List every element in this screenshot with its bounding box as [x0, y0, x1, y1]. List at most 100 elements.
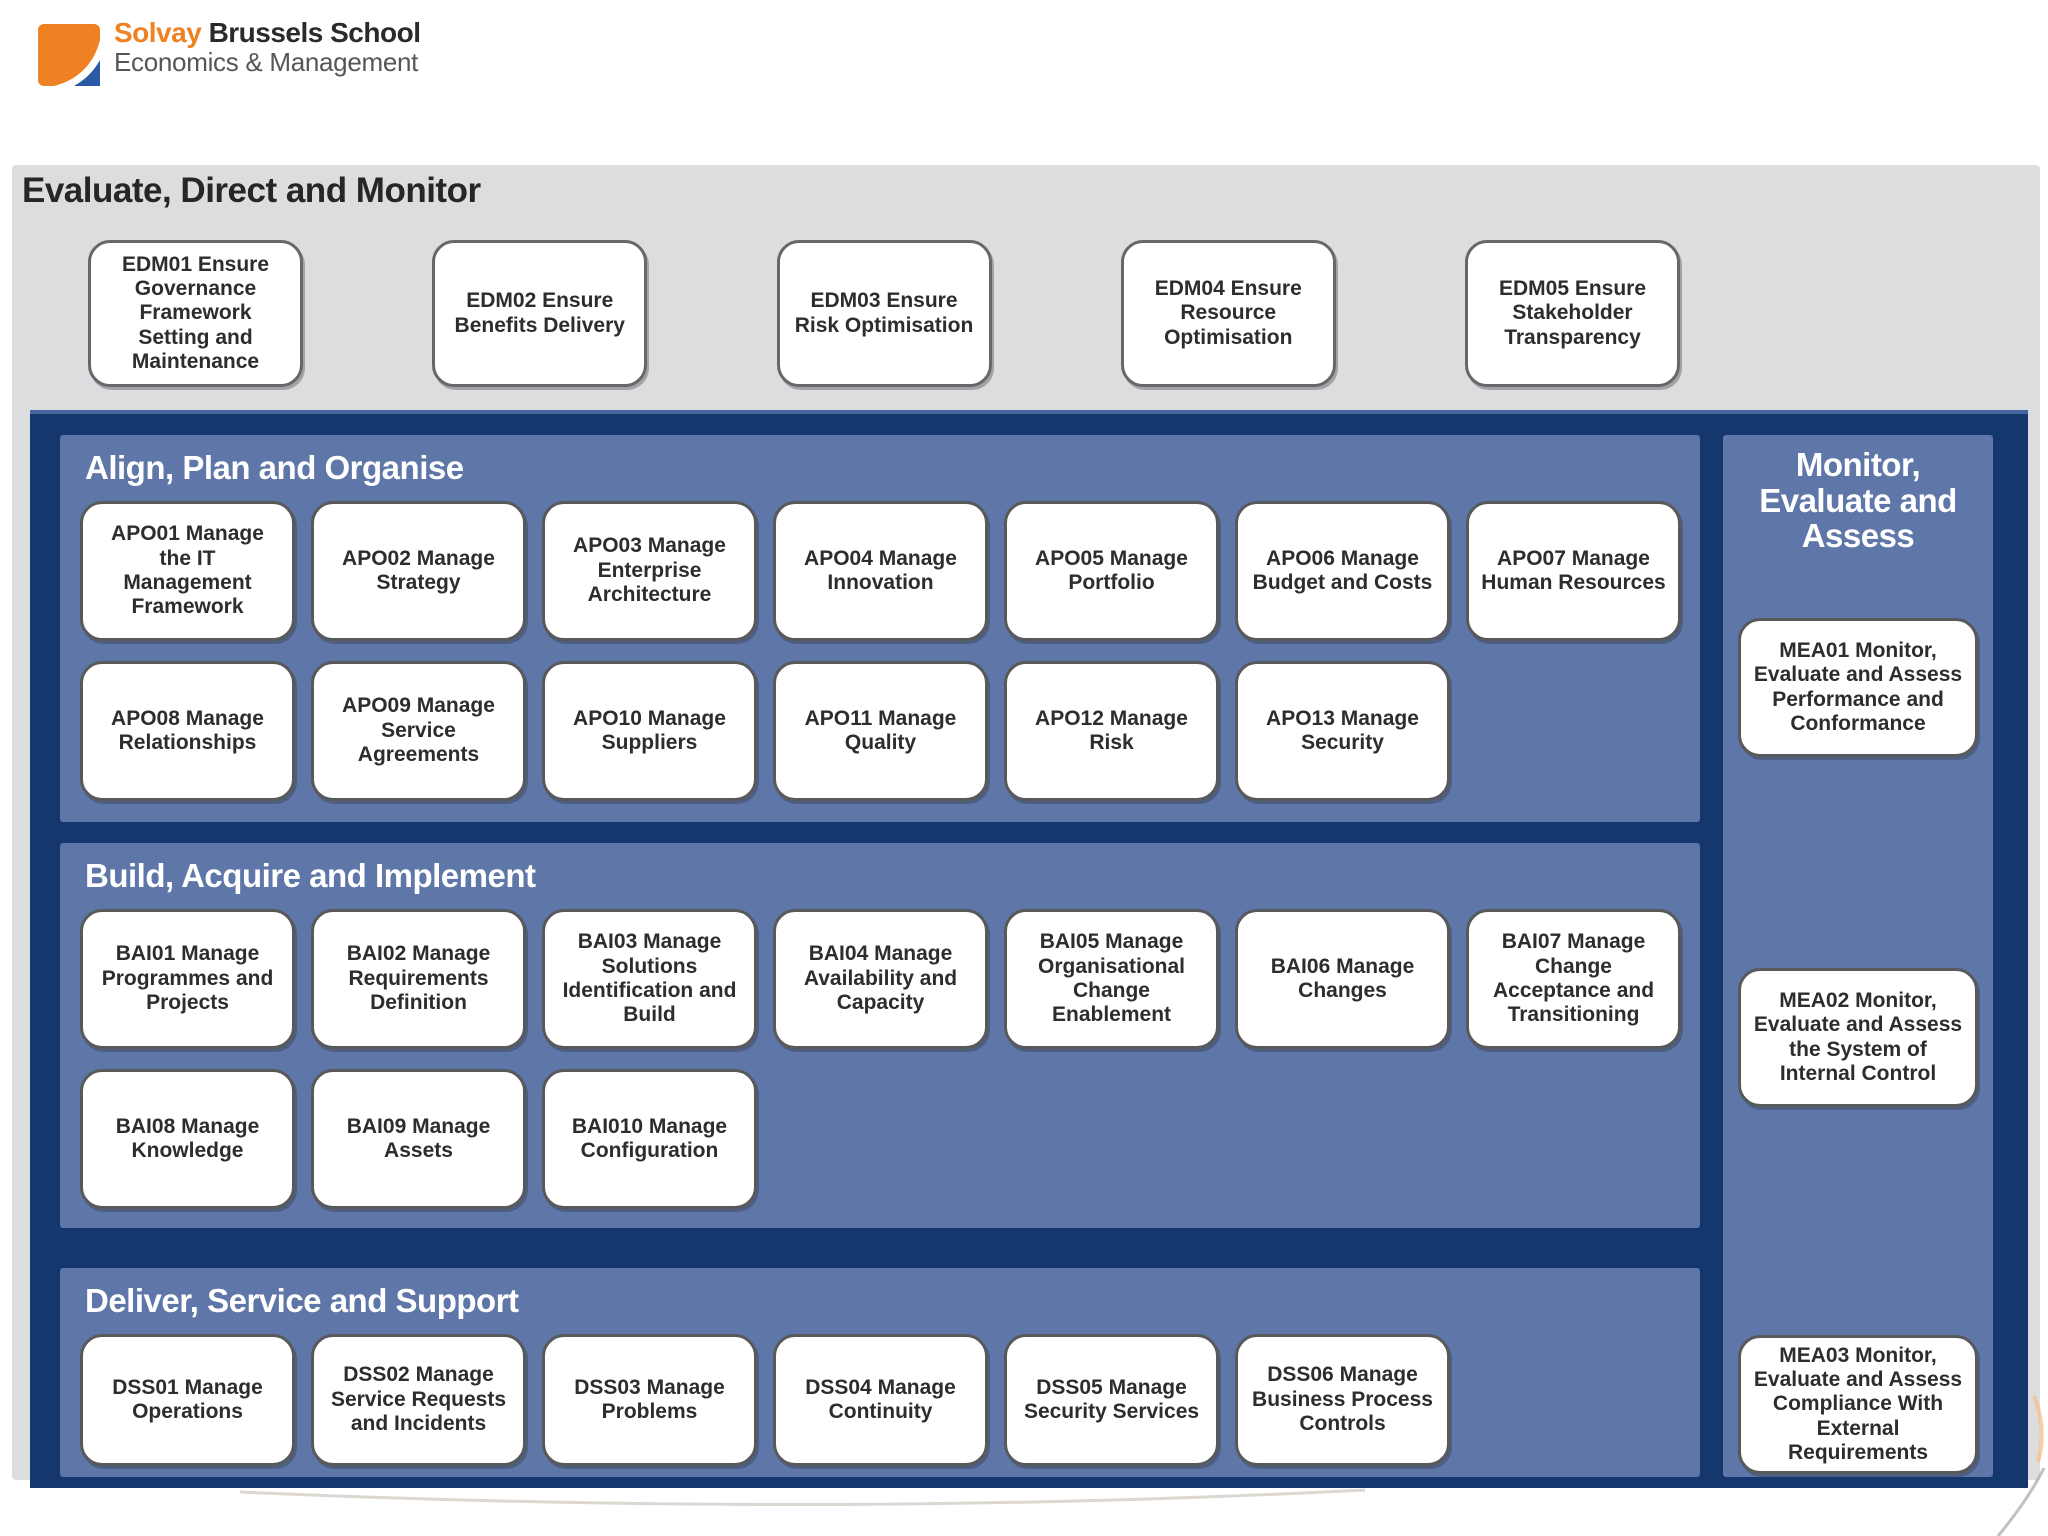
- process-text: APO07 Manage Human Resources: [1481, 547, 1666, 596]
- process-label: Manage Risk: [1089, 706, 1188, 754]
- process-code: APO03: [573, 534, 642, 558]
- process-text: BAI04 Manage Availability and Capacity: [788, 942, 973, 1015]
- process-label: Manage Service Requests and Incidents: [330, 1363, 507, 1436]
- process-text: APO01 Manage the IT Management Framework: [95, 522, 280, 619]
- process-text: DSS01 Manage Operations: [95, 1376, 280, 1425]
- process-box-apo09: APO09 Manage Service Agreements: [311, 661, 526, 801]
- process-code: APO13: [1266, 706, 1335, 730]
- mea-section: Monitor, Evaluate and Assess MEA01 Monit…: [1723, 435, 1993, 1477]
- process-code: BAI08: [115, 1114, 176, 1138]
- process-label: Manage Strategy: [376, 546, 495, 594]
- bai-section: Build, Acquire and Implement BAI01 Manag…: [60, 843, 1700, 1228]
- process-box-dss02: DSS02 Manage Service Requests and Incide…: [311, 1334, 526, 1466]
- process-label: Manage Security: [1301, 706, 1419, 754]
- process-box-bai09: BAI09 Manage Assets: [311, 1069, 526, 1209]
- process-label: Manage Requirements Definition: [348, 942, 491, 1015]
- process-box-apo13: APO13 Manage Security: [1235, 661, 1450, 801]
- process-text: MEA02 Monitor, Evaluate and Assess the S…: [1753, 989, 1963, 1086]
- process-box-apo04: APO04 Manage Innovation: [773, 501, 988, 641]
- process-code: DSS04: [805, 1375, 872, 1399]
- process-label: Manage Knowledge: [131, 1114, 260, 1162]
- process-label: Manage Changes: [1298, 954, 1415, 1002]
- process-box-apo01: APO01 Manage the IT Management Framework: [80, 501, 295, 641]
- process-code: DSS05: [1036, 1375, 1103, 1399]
- process-label: Manage Programmes and Projects: [101, 942, 274, 1015]
- process-box-bai010: BAI010 Manage Configuration: [542, 1069, 757, 1209]
- process-label: Manage Continuity: [828, 1375, 956, 1423]
- process-code: BAI010: [571, 1114, 644, 1138]
- process-box-edm03: EDM03 Ensure Risk Optimisation: [776, 240, 992, 387]
- process-label: Manage Portfolio: [1068, 546, 1188, 594]
- process-label: Manage Configuration: [580, 1114, 728, 1162]
- process-text: APO02 Manage Strategy: [326, 547, 511, 596]
- process-box-edm04: EDM04 Ensure Resource Optimisation: [1120, 240, 1336, 387]
- management-container: Align, Plan and Organise APO01 Manage th…: [30, 410, 2028, 1488]
- process-box-edm01: EDM01 Ensure Governance Framework Settin…: [88, 240, 303, 387]
- process-box-apo03: APO03 Manage Enterprise Architecture: [542, 501, 757, 641]
- process-text: BAI010 Manage Configuration: [557, 1115, 742, 1164]
- process-label: Ensure Risk Optimisation: [794, 289, 974, 337]
- process-label: Ensure Governance Framework Setting and …: [131, 252, 270, 374]
- process-label: Manage Solutions Identification and Buil…: [562, 930, 737, 1027]
- process-code: BAI06: [1270, 954, 1331, 978]
- process-label: Monitor, Evaluate and Assess Compliance …: [1753, 1343, 1963, 1465]
- process-text: APO05 Manage Portfolio: [1019, 547, 1204, 596]
- bai-process-row-1: BAI01 Manage Programmes and Projects BAI0…: [80, 909, 1700, 1049]
- process-box-apo07: APO07 Manage Human Resources: [1466, 501, 1681, 641]
- process-label: Manage the IT Management Framework: [123, 522, 264, 619]
- process-text: BAI07 Manage Change Acceptance and Trans…: [1481, 930, 1666, 1027]
- edm-section-title: Evaluate, Direct and Monitor: [22, 171, 481, 210]
- process-code: DSS03: [574, 1375, 641, 1399]
- process-box-bai08: BAI08 Manage Knowledge: [80, 1069, 295, 1209]
- process-label: Manage Security Services: [1023, 1375, 1200, 1423]
- process-label: Manage Suppliers: [601, 706, 726, 754]
- process-box-mea03: MEA03 Monitor, Evaluate and Assess Compl…: [1738, 1335, 1978, 1474]
- logo-faculty: Economics & Management: [114, 47, 419, 78]
- process-text: APO03 Manage Enterprise Architecture: [557, 534, 742, 607]
- process-label: Manage Availability and Capacity: [803, 942, 958, 1015]
- process-text: MEA01 Monitor, Evaluate and Assess Perfo…: [1753, 639, 1963, 736]
- process-text: APO11 Manage Quality: [788, 707, 973, 756]
- process-code: APO11: [804, 706, 873, 730]
- process-code: APO02: [342, 546, 411, 570]
- process-label: Manage Operations: [132, 1375, 263, 1423]
- process-text: EDM01 Ensure Governance Framework Settin…: [103, 253, 288, 375]
- process-label: Manage Innovation: [827, 546, 957, 594]
- process-box-bai03: BAI03 Manage Solutions Identification an…: [542, 909, 757, 1049]
- process-text: EDM05 Ensure Stakeholder Transparency: [1480, 277, 1665, 350]
- process-text: BAI02 Manage Requirements Definition: [326, 942, 511, 1015]
- process-text: MEA03 Monitor, Evaluate and Assess Compl…: [1753, 1344, 1963, 1466]
- process-box-dss03: DSS03 Manage Problems: [542, 1334, 757, 1466]
- process-box-apo12: APO12 Manage Risk: [1004, 661, 1219, 801]
- process-code: APO12: [1035, 706, 1104, 730]
- process-code: BAI04: [808, 942, 869, 966]
- process-code: APO04: [804, 546, 873, 570]
- process-code: APO05: [1035, 546, 1104, 570]
- process-text: BAI01 Manage Programmes and Projects: [95, 942, 280, 1015]
- edm-process-row: EDM01 Ensure Governance Framework Settin…: [88, 240, 1680, 387]
- dss-process-row: DSS01 Manage Operations DSS02 Manage Serv…: [80, 1334, 1700, 1466]
- process-text: DSS03 Manage Problems: [557, 1376, 742, 1425]
- process-text: APO12 Manage Risk: [1019, 707, 1204, 756]
- process-box-mea01: MEA01 Monitor, Evaluate and Assess Perfo…: [1738, 618, 1978, 757]
- process-text: APO13 Manage Security: [1250, 707, 1435, 756]
- process-box-bai01: BAI01 Manage Programmes and Projects: [80, 909, 295, 1049]
- process-text: DSS05 Manage Security Services: [1019, 1376, 1204, 1425]
- process-box-bai05: BAI05 Manage Organisational Change Enabl…: [1004, 909, 1219, 1049]
- process-code: BAI02: [346, 942, 407, 966]
- process-label: Manage Budget and Costs: [1252, 546, 1433, 594]
- process-code: BAI09: [346, 1114, 407, 1138]
- process-code: MEA01: [1779, 638, 1850, 662]
- process-code: EDM01: [121, 252, 192, 276]
- process-label: Manage Organisational Change Enablement: [1037, 930, 1186, 1027]
- apo-process-row-2: APO08 Manage Relationships APO09 Manage S…: [80, 661, 1700, 801]
- process-text: APO09 Manage Service Agreements: [326, 694, 511, 767]
- bai-section-title: Build, Acquire and Implement: [85, 857, 536, 894]
- process-code: BAI03: [577, 930, 638, 954]
- process-text: EDM03 Ensure Risk Optimisation: [792, 289, 977, 338]
- process-text: APO08 Manage Relationships: [95, 707, 280, 756]
- process-box-dss01: DSS01 Manage Operations: [80, 1334, 295, 1466]
- process-label: Manage Business Process Controls: [1252, 1363, 1433, 1436]
- process-code: DSS02: [343, 1363, 410, 1387]
